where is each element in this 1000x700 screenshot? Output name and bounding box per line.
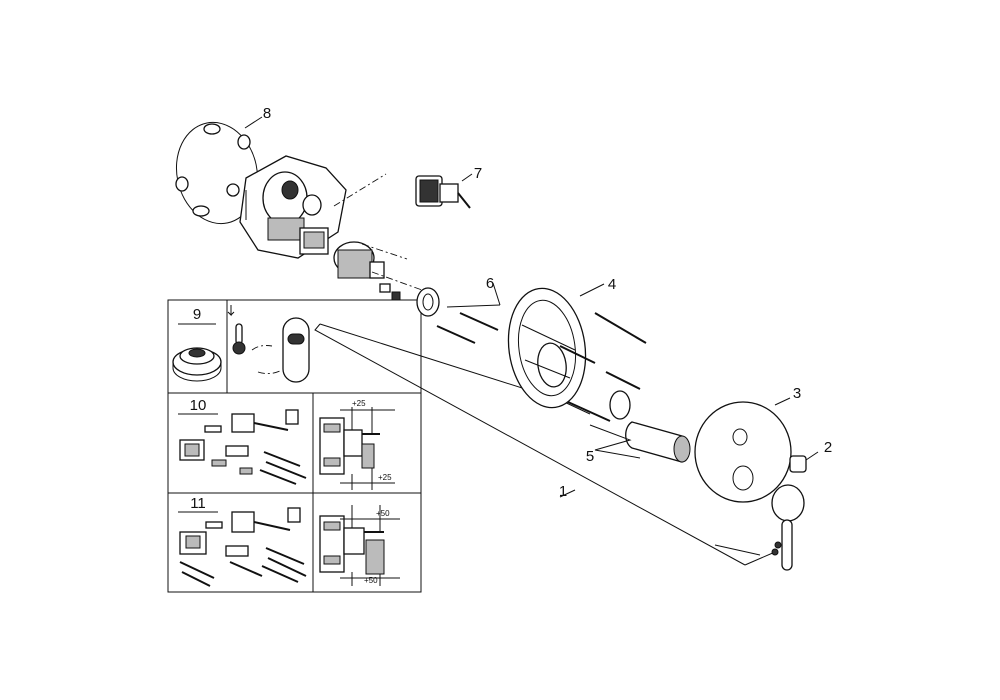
option-panels: 9 10 11 +25 +25 +50 +50 — [167, 299, 422, 593]
callout-11: 11 — [190, 495, 206, 512]
dim-11-top: +50 — [376, 509, 390, 518]
plaster-guard-4 — [507, 283, 647, 422]
dim-10-top: +25 — [352, 399, 366, 408]
gasket-part-8 — [175, 116, 263, 225]
dim-10-bottom: +25 — [378, 473, 392, 482]
panel-frame — [167, 299, 422, 593]
callout-9: 9 — [193, 306, 201, 323]
callout-4: 4 — [608, 276, 616, 293]
callout-7: 7 — [474, 165, 482, 182]
mixer-cartridge — [333, 241, 423, 293]
callout-8: 8 — [263, 105, 271, 122]
callout-3: 3 — [793, 385, 801, 402]
diverter-knob-2 — [789, 451, 819, 473]
extension-kit-11 — [179, 507, 307, 587]
callout-2: 2 — [824, 439, 832, 456]
callout-10: 10 — [190, 397, 207, 414]
extension-kit-10 — [179, 409, 307, 485]
lever-handle — [771, 484, 805, 571]
diverter-cartridge-7 — [415, 173, 473, 209]
dimension-drawing-11 — [319, 505, 400, 586]
temperature-handle-icon — [227, 305, 310, 383]
sleeve-part-5 — [589, 390, 691, 463]
valve-body — [239, 155, 387, 259]
callout-5: 5 — [586, 448, 594, 465]
callout-1: 1 — [559, 483, 567, 500]
dim-11-bottom: +50 — [364, 576, 378, 585]
callout-6: 6 — [486, 275, 494, 292]
dimension-drawing-10 — [319, 407, 395, 490]
cap-part-9 — [172, 347, 222, 382]
screws-and-ring-6 — [391, 282, 501, 344]
cover-plate-3 — [694, 397, 792, 503]
